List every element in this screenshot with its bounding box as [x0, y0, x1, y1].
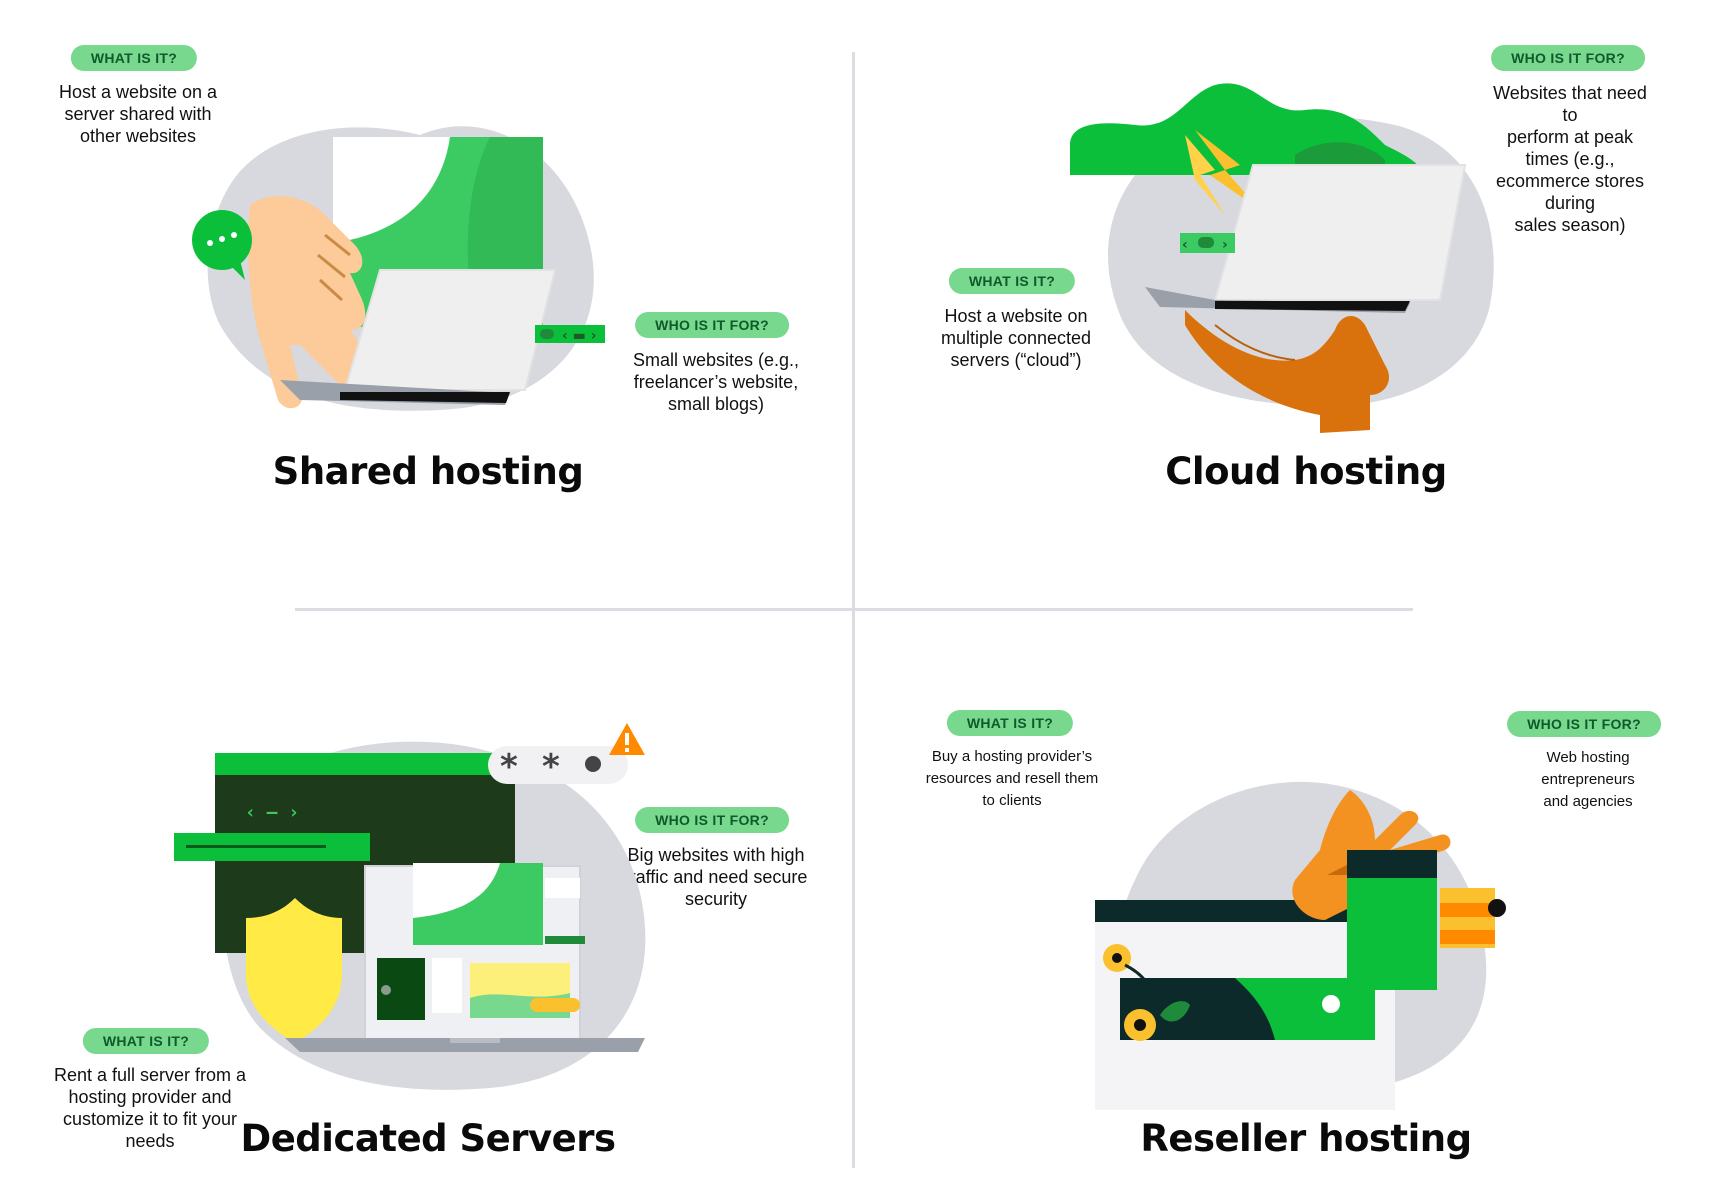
shared-who-pill: WHO IS IT FOR? [635, 312, 789, 338]
dedicated-what-text: Rent a full server from a hosting provid… [53, 1065, 247, 1151]
code-brackets-icon: ‹ › [1180, 233, 1235, 253]
credit-card-icon [1440, 888, 1506, 948]
lightning-icon [1185, 130, 1260, 215]
shared-hosting-title: Shared hosting [272, 450, 584, 493]
dedicated-servers-title: Dedicated Servers [240, 1117, 617, 1160]
hand-icon [248, 195, 369, 409]
laptop-icon [280, 269, 557, 405]
reseller-what-pill: WHAT IS IT? [946, 710, 1074, 736]
image-card [413, 863, 580, 945]
reseller-who-pill: WHO IS IT FOR? [1507, 711, 1661, 737]
reseller-hosting-title: Reseller hosting [1140, 1117, 1472, 1160]
laptop-icon [1145, 164, 1467, 313]
dedicated-who-text: Big websites with high traffic and need … [624, 845, 808, 909]
shared-hosting-illustration: ‹ ▬ › [192, 126, 605, 411]
dedicated-what-pill: WHAT IS IT? [82, 1028, 210, 1054]
flower-icon [1103, 944, 1190, 1041]
cloud-who-text: Websites that need to perform at peak ti… [1493, 83, 1647, 235]
svg-text:›: › [1222, 237, 1228, 253]
shared-who-text: Small websites (e.g., freelancer’s websi… [632, 350, 800, 414]
reseller-hosting-illustration [1095, 781, 1506, 1110]
svg-text:‹ ▬ ›: ‹ ▬ › [562, 328, 597, 344]
horizontal-divider [295, 608, 1413, 611]
dedicated-who-pill: WHO IS IT FOR? [635, 807, 789, 833]
svg-text:*: * [542, 747, 560, 787]
shared-what-pill: WHAT IS IT? [70, 45, 198, 71]
laptop-base [285, 1038, 645, 1052]
dedicated-servers-illustration: ‹ – › * * [174, 723, 646, 1090]
reseller-what-text: Buy a hosting provider’s resources and r… [925, 748, 1099, 809]
svg-text:‹: ‹ [1182, 237, 1188, 253]
server-tile [1327, 850, 1437, 990]
shared-what-text: Host a website on a server shared with o… [58, 82, 218, 146]
input-bar [174, 833, 370, 861]
warning-icon [609, 723, 645, 755]
password-field-icon: * * [488, 746, 628, 787]
shield-icon [246, 898, 342, 1043]
cloud-icon [1070, 83, 1421, 175]
hand-icon [1185, 310, 1390, 433]
svg-text:*: * [500, 747, 518, 787]
chat-bubble-icon [192, 210, 252, 280]
cloud-what-text: Host a website on multiple connected ser… [940, 306, 1092, 370]
code-brackets-icon: ‹ ▬ › [535, 325, 605, 344]
svg-text:‹ – ›: ‹ – › [245, 802, 299, 823]
cloud-who-pill: WHO IS IT FOR? [1491, 45, 1645, 71]
cloud-hosting-title: Cloud hosting [1165, 450, 1447, 493]
cloud-what-pill: WHAT IS IT? [948, 268, 1076, 294]
reseller-who-text: Web hosting entrepreneurs and agencies [1541, 749, 1635, 810]
cloud-hosting-illustration: ‹ › [1070, 83, 1494, 433]
